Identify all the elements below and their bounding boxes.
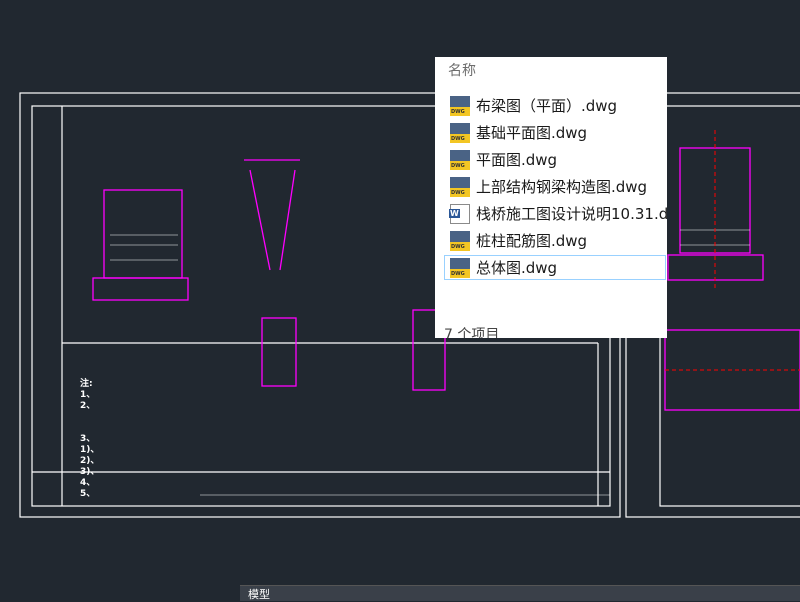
dwg-file-icon: DWG [450,230,470,251]
model-tab[interactable]: 模型 [248,588,270,601]
file-item-selected[interactable]: DWG 总体图.dwg [444,255,666,280]
item-count: 7 个项目 [444,327,500,338]
file-name: 布梁图（平面）.dwg [476,97,618,115]
file-name: 总体图.dwg [476,259,558,277]
note-number: 2)、 [80,456,100,466]
file-name: 桩柱配筋图.dwg [476,232,588,250]
note-number: 3)、 [80,467,100,477]
note-number: 5、 [80,489,96,499]
file-item[interactable]: DWG 平面图.dwg [444,147,666,172]
file-item[interactable]: DWG 基础平面图.dwg [444,120,666,145]
note-number: 4、 [80,478,96,488]
file-item[interactable]: W 栈桥施工图设计说明10.31.docx [444,201,667,226]
file-item[interactable]: DWG 上部结构钢梁构造图.dwg [444,174,666,199]
dwg-file-icon: DWG [450,176,470,197]
note-number: 3、 [80,434,96,444]
dwg-file-icon: DWG [450,149,470,170]
file-item[interactable]: DWG 布梁图（平面）.dwg [444,93,666,118]
notes-heading: 注: [80,379,93,389]
file-explorer-popup: 名称 DWG 布梁图（平面）.dwg DWG 基础平面图.dwg DWG 平面图.dw… [435,57,667,338]
status-bar: 模型 [240,585,800,601]
dwg-file-icon: DWG [450,122,470,143]
note-number: 2、 [80,401,96,411]
word-document-icon: W [449,203,470,224]
column-header-name[interactable]: 名称 [448,63,476,79]
note-number: 1)、 [80,445,100,455]
note-number: 1、 [80,390,96,400]
dwg-file-icon: DWG [450,95,470,116]
file-name: 平面图.dwg [476,151,558,169]
file-item[interactable]: DWG 桩柱配筋图.dwg [444,228,666,253]
file-name: 上部结构钢梁构造图.dwg [476,178,648,196]
dwg-file-icon: DWG [450,257,470,278]
file-name: 基础平面图.dwg [476,124,588,142]
file-name: 栈桥施工图设计说明10.31.docx [476,205,667,223]
